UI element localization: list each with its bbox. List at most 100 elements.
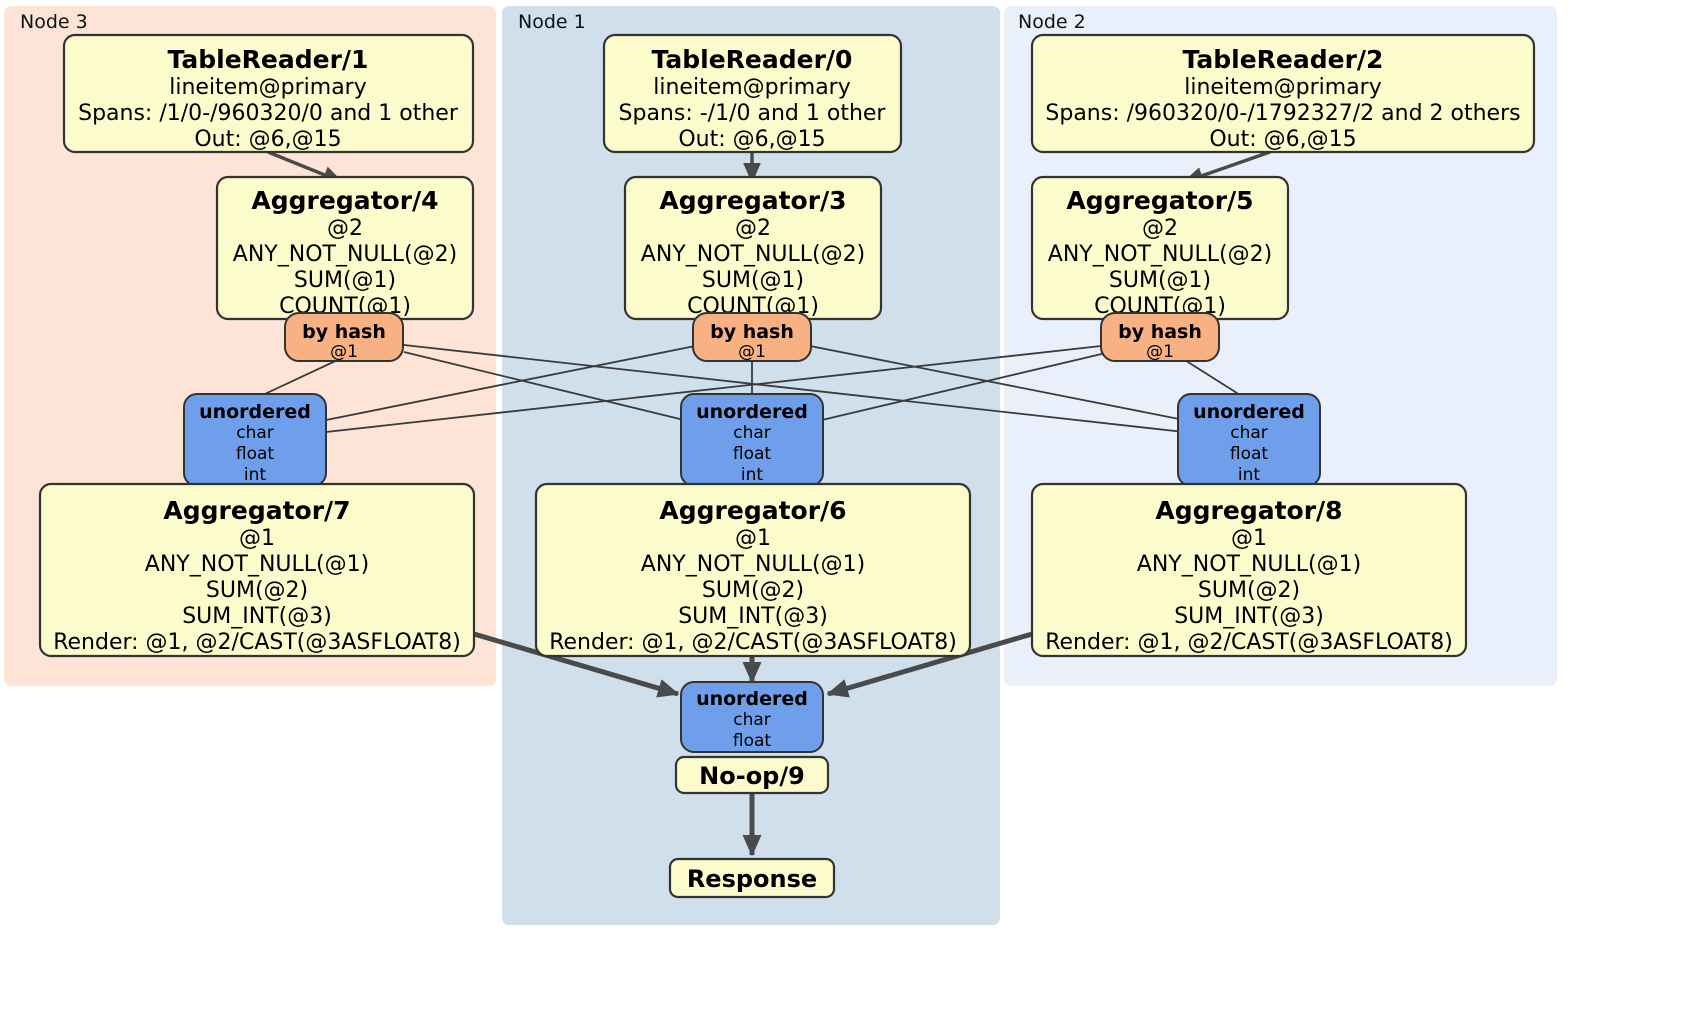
router-unordered-left-line-2: int	[244, 465, 266, 485]
processor-aggregator-8-line-0: @1	[1231, 526, 1267, 551]
router-hash-right-title: by hash	[1118, 321, 1202, 343]
processor-aggregator-5-line-1: ANY_NOT_NULL(@2)	[1048, 242, 1272, 267]
processor-tablereader-1-line-1: Spans: /1/0-/960320/0 and 1 other	[78, 101, 459, 126]
processor-tablereader-1-box[interactable]	[62, 33, 475, 154]
processor-aggregator-3-title: Aggregator/3	[659, 186, 846, 215]
processor-aggregator-4-line-1: ANY_NOT_NULL(@2)	[233, 242, 457, 267]
processor-response[interactable]: Response	[668, 857, 836, 899]
router-hash-left-line-0: @1	[330, 342, 358, 362]
router-hash-center-line-0: @1	[738, 342, 766, 362]
processor-tablereader-1-line-0: lineitem@primary	[169, 75, 367, 100]
processor-response-box[interactable]	[668, 857, 836, 899]
processor-tablereader-0-box[interactable]	[602, 33, 903, 154]
processor-aggregator-3-line-1: ANY_NOT_NULL(@2)	[641, 242, 865, 267]
processor-aggregator-8-box[interactable]	[1030, 482, 1468, 658]
router-hash-left-title: by hash	[302, 321, 386, 343]
processor-aggregator-5-line-0: @2	[1142, 216, 1178, 241]
processor-aggregator-7-line-4: Render: @1, @2/CAST(@3ASFLOAT8)	[53, 630, 461, 655]
router-unordered-left[interactable]: unordered char float int	[183, 393, 327, 487]
router-unordered-final-box[interactable]	[680, 681, 824, 753]
processor-aggregator-6-line-0: @1	[735, 526, 771, 551]
router-unordered-final-title: unordered	[696, 688, 808, 710]
router-unordered-left-line-1: float	[236, 444, 275, 464]
processor-tablereader-0-line-1: Spans: -/1/0 and 1 other	[619, 101, 887, 126]
processor-tablereader-2-line-2: Out: @6,@15	[1209, 127, 1356, 152]
processor-tablereader-1-line-2: Out: @6,@15	[194, 127, 341, 152]
processor-noop-9[interactable]: No-op/9	[674, 755, 830, 795]
panel-node-1-label: Node 1	[518, 11, 586, 33]
processor-aggregator-3-line-0: @2	[735, 216, 771, 241]
processor-aggregator-6-line-2: SUM(@2)	[702, 578, 804, 603]
processor-aggregator-3-line-2: SUM(@1)	[702, 268, 804, 293]
processor-aggregator-6-title: Aggregator/6	[659, 496, 846, 525]
processor-aggregator-8[interactable]: Aggregator/8 @1 ANY_NOT_NULL(@1) SUM(@2)…	[1030, 482, 1468, 658]
router-unordered-left-line-0: char	[236, 423, 274, 443]
router-unordered-right-line-1: float	[1230, 444, 1269, 464]
processor-aggregator-3[interactable]: Aggregator/3 @2 ANY_NOT_NULL(@2) SUM(@1)…	[623, 175, 883, 321]
processor-aggregator-6-line-1: ANY_NOT_NULL(@1)	[641, 552, 865, 577]
processor-aggregator-8-line-3: SUM_INT(@3)	[1174, 604, 1324, 629]
processor-aggregator-7-line-3: SUM_INT(@3)	[182, 604, 332, 629]
processor-aggregator-8-line-1: ANY_NOT_NULL(@1)	[1137, 552, 1361, 577]
router-hash-left-box[interactable]	[284, 312, 404, 362]
router-hash-center[interactable]: by hash @1	[692, 312, 812, 362]
processor-aggregator-5-line-2: SUM(@1)	[1109, 268, 1211, 293]
processor-aggregator-7-line-2: SUM(@2)	[206, 578, 308, 603]
router-unordered-right-line-2: int	[1238, 465, 1260, 485]
router-unordered-center-line-2: int	[741, 465, 763, 485]
processor-aggregator-4-title: Aggregator/4	[251, 186, 438, 215]
router-unordered-final-line-0: char	[733, 710, 771, 730]
processor-aggregator-6-line-4: Render: @1, @2/CAST(@3ASFLOAT8)	[549, 630, 957, 655]
panel-node-2-label: Node 2	[1018, 11, 1086, 33]
router-unordered-center-title: unordered	[696, 401, 808, 423]
router-hash-left[interactable]: by hash @1	[284, 312, 404, 362]
router-unordered-final[interactable]: unordered char float	[680, 681, 824, 753]
processor-aggregator-8-title: Aggregator/8	[1155, 496, 1342, 525]
processor-tablereader-0[interactable]: TableReader/0 lineitem@primary Spans: -/…	[602, 33, 903, 154]
router-hash-center-box[interactable]	[692, 312, 812, 362]
edge-hash-center-to-unordered-left	[325, 344, 701, 421]
processor-aggregator-6-line-3: SUM_INT(@3)	[678, 604, 828, 629]
processor-aggregator-7-box[interactable]	[38, 482, 476, 658]
processor-aggregator-5-title: Aggregator/5	[1066, 186, 1253, 215]
processor-aggregator-8-line-2: SUM(@2)	[1198, 578, 1300, 603]
processor-tablereader-1[interactable]: TableReader/1 lineitem@primary Spans: /1…	[62, 33, 475, 154]
processor-tablereader-2-title: TableReader/2	[1183, 45, 1384, 74]
edge-hash-center-to-unordered-right	[804, 344, 1185, 421]
processor-aggregator-6[interactable]: Aggregator/6 @1 ANY_NOT_NULL(@1) SUM(@2)…	[534, 482, 972, 658]
panel-node-3-label: Node 3	[20, 11, 88, 33]
edge-hash-left-to-unordered-right	[403, 344, 1185, 433]
router-unordered-left-title: unordered	[199, 401, 311, 423]
processor-tablereader-1-title: TableReader/1	[168, 45, 369, 74]
processor-aggregator-6-box[interactable]	[534, 482, 972, 658]
processor-tablereader-0-title: TableReader/0	[652, 45, 853, 74]
processor-aggregator-4-line-2: SUM(@1)	[294, 268, 396, 293]
router-unordered-right-title: unordered	[1193, 401, 1305, 423]
edge-hash-left-to-unordered-center	[403, 351, 685, 421]
processor-noop-9-box[interactable]	[674, 755, 830, 795]
processor-tablereader-2-line-0: lineitem@primary	[1184, 75, 1382, 100]
processor-tablereader-2[interactable]: TableReader/2 lineitem@primary Spans: /9…	[1030, 33, 1536, 154]
processor-aggregator-4[interactable]: Aggregator/4 @2 ANY_NOT_NULL(@2) SUM(@1)…	[215, 175, 475, 321]
processor-tablereader-2-line-1: Spans: /960320/0-/1792327/2 and 2 others	[1045, 101, 1520, 126]
router-unordered-center-line-0: char	[733, 423, 771, 443]
router-hash-right[interactable]: by hash @1	[1100, 312, 1220, 362]
router-unordered-center[interactable]: unordered char float int	[680, 393, 824, 487]
processor-aggregator-7[interactable]: Aggregator/7 @1 ANY_NOT_NULL(@1) SUM(@2)…	[38, 482, 476, 658]
processor-tablereader-2-box[interactable]	[1030, 33, 1536, 154]
router-hash-right-box[interactable]	[1100, 312, 1220, 362]
router-unordered-right[interactable]: unordered char float int	[1177, 393, 1321, 487]
router-unordered-center-line-1: float	[733, 444, 772, 464]
edge-aggregator7-to-final-unordered	[473, 631, 680, 698]
processor-tablereader-0-line-2: Out: @6,@15	[678, 127, 825, 152]
edge-aggregator8-to-final-unordered	[826, 631, 1033, 698]
edge-hash-left-to-unordered-left	[251, 356, 345, 401]
edge-hash-right-to-unordered-left	[325, 344, 1111, 433]
router-unordered-right-line-0: char	[1230, 423, 1268, 443]
router-hash-center-title: by hash	[710, 321, 794, 343]
processor-aggregator-7-title: Aggregator/7	[163, 496, 350, 525]
edge-hash-right-to-unordered-center	[821, 351, 1111, 421]
processor-aggregator-5[interactable]: Aggregator/5 @2 ANY_NOT_NULL(@2) SUM(@1)…	[1030, 175, 1290, 321]
